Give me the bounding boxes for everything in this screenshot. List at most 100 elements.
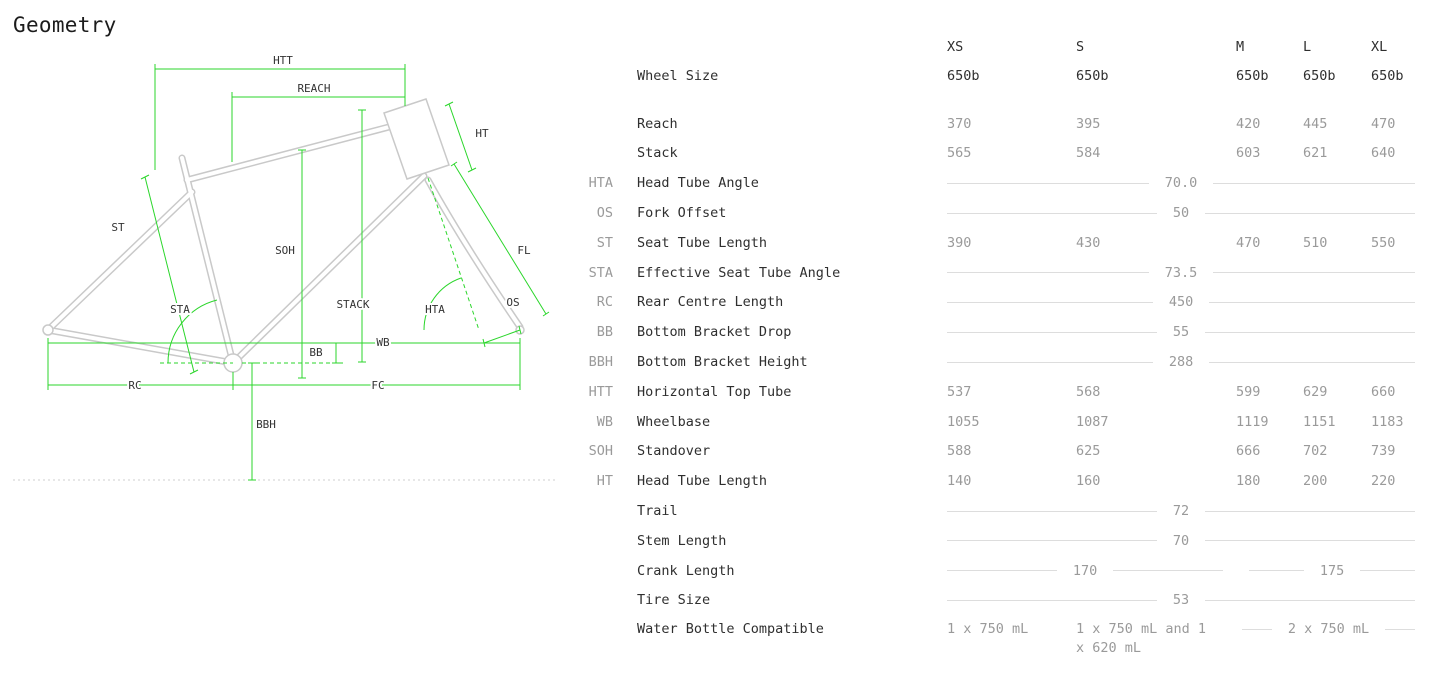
- row-label: Crank Length: [637, 562, 735, 579]
- row-abbr: HTT: [588, 383, 613, 400]
- dim-label-soh: SOH: [275, 244, 295, 257]
- head-tube: [383, 98, 450, 180]
- row-value: 470: [1236, 234, 1261, 251]
- row-label: Effective Seat Tube Angle: [637, 264, 841, 281]
- rule-line: [947, 361, 1153, 363]
- row-value: 430: [1076, 234, 1101, 251]
- dim-label-stack: STACK: [336, 298, 369, 311]
- row-value: 420: [1236, 115, 1261, 132]
- span-number: 288: [1168, 354, 1194, 371]
- row-value: 666: [1236, 443, 1261, 460]
- span-value: 50: [947, 205, 1416, 222]
- row-value: 445: [1303, 115, 1328, 132]
- row-value: 650b: [1371, 67, 1404, 84]
- row-label: Head Tube Length: [637, 473, 768, 490]
- row-value: 180: [1236, 473, 1261, 490]
- dim-reach: [231, 92, 406, 102]
- row-label: Stem Length: [637, 532, 727, 549]
- dim-label-os: OS: [506, 296, 519, 309]
- page-title: Geometry: [13, 13, 117, 37]
- row-value: 200: [1303, 473, 1328, 490]
- dim-ht: [444, 101, 477, 173]
- row-label: Water Bottle Compatible: [637, 621, 824, 638]
- rule-line: [1209, 361, 1416, 363]
- span-number: 2 x 750 mL: [1287, 621, 1370, 638]
- size-header: M: [1236, 39, 1245, 55]
- row-value: 603: [1236, 145, 1261, 162]
- row-value: 220: [1371, 473, 1396, 490]
- dim-bb: [332, 342, 340, 364]
- frame-tubes-inner: [46, 120, 522, 365]
- rule-line: [1205, 599, 1416, 601]
- dim-hta-ref: [427, 177, 480, 331]
- row-label: Stack: [637, 145, 678, 162]
- row-abbr: OS: [596, 205, 613, 222]
- row-value: 739: [1371, 443, 1396, 460]
- row-abbr: STA: [588, 264, 613, 281]
- row-label: Reach: [637, 115, 678, 132]
- row-value: 1 x 750 mL: [947, 621, 1029, 638]
- span-number: 53: [1172, 592, 1190, 609]
- row-label: Fork Offset: [637, 205, 727, 222]
- row-value: 650b: [947, 67, 980, 84]
- dim-label-sta: STA: [170, 303, 190, 316]
- dim-rc-fc: [47, 348, 521, 390]
- rule-line: [947, 331, 1157, 333]
- row-label: Tire Size: [637, 592, 711, 609]
- size-header: S: [1076, 39, 1085, 55]
- rule-line: [1205, 540, 1416, 542]
- rule-line: [947, 510, 1157, 512]
- row-abbr: BBH: [588, 354, 613, 371]
- rule-line: [1209, 301, 1416, 303]
- row-abbr: ST: [596, 234, 613, 251]
- dim-st: [140, 174, 199, 375]
- row-abbr: BB: [596, 324, 613, 341]
- row-value: 650b: [1236, 67, 1269, 84]
- row-value: 1055: [947, 413, 980, 430]
- dimension-labels: HTT REACH HT ST SOH FL STACK STA HTA OS …: [109, 52, 533, 433]
- span-number: 73.5: [1164, 264, 1198, 281]
- rule-line: [947, 599, 1157, 601]
- span-number: 72: [1172, 503, 1190, 520]
- dim-fl: [450, 161, 550, 317]
- span-number: 50: [1172, 205, 1190, 222]
- rule-line: [947, 570, 1057, 572]
- table-row: OS Fork Offset 50: [580, 198, 1416, 228]
- row-abbr: SOH: [588, 443, 613, 460]
- row-value: 1087: [1076, 413, 1109, 430]
- row-value: 629: [1303, 383, 1328, 400]
- row-label: Wheel Size: [637, 67, 719, 84]
- row-value: 510: [1303, 234, 1328, 251]
- rule-line: [1385, 629, 1415, 631]
- span-number: 450: [1168, 294, 1194, 311]
- dim-hta-arc: [423, 277, 462, 331]
- row-value: 390: [947, 234, 972, 251]
- rule-line: [1213, 272, 1416, 274]
- span-number: 175: [1319, 562, 1345, 579]
- span-value: 175: [1249, 562, 1416, 579]
- table-row: Tire Size 53: [580, 586, 1416, 616]
- row-value: 621: [1303, 145, 1328, 162]
- dim-label-st: ST: [111, 221, 125, 234]
- dim-soh: [298, 149, 306, 379]
- rule-line: [1205, 331, 1416, 333]
- row-value: 650b: [1076, 67, 1109, 84]
- row-value: 625: [1076, 443, 1101, 460]
- row-value: 395: [1076, 115, 1101, 132]
- dim-os: [482, 325, 522, 348]
- row-abbr: RC: [596, 294, 613, 311]
- row-value: 140: [947, 473, 972, 490]
- span-value: 2 x 750 mL: [1242, 620, 1415, 639]
- row-value: 470: [1371, 115, 1396, 132]
- row-value: 588: [947, 443, 972, 460]
